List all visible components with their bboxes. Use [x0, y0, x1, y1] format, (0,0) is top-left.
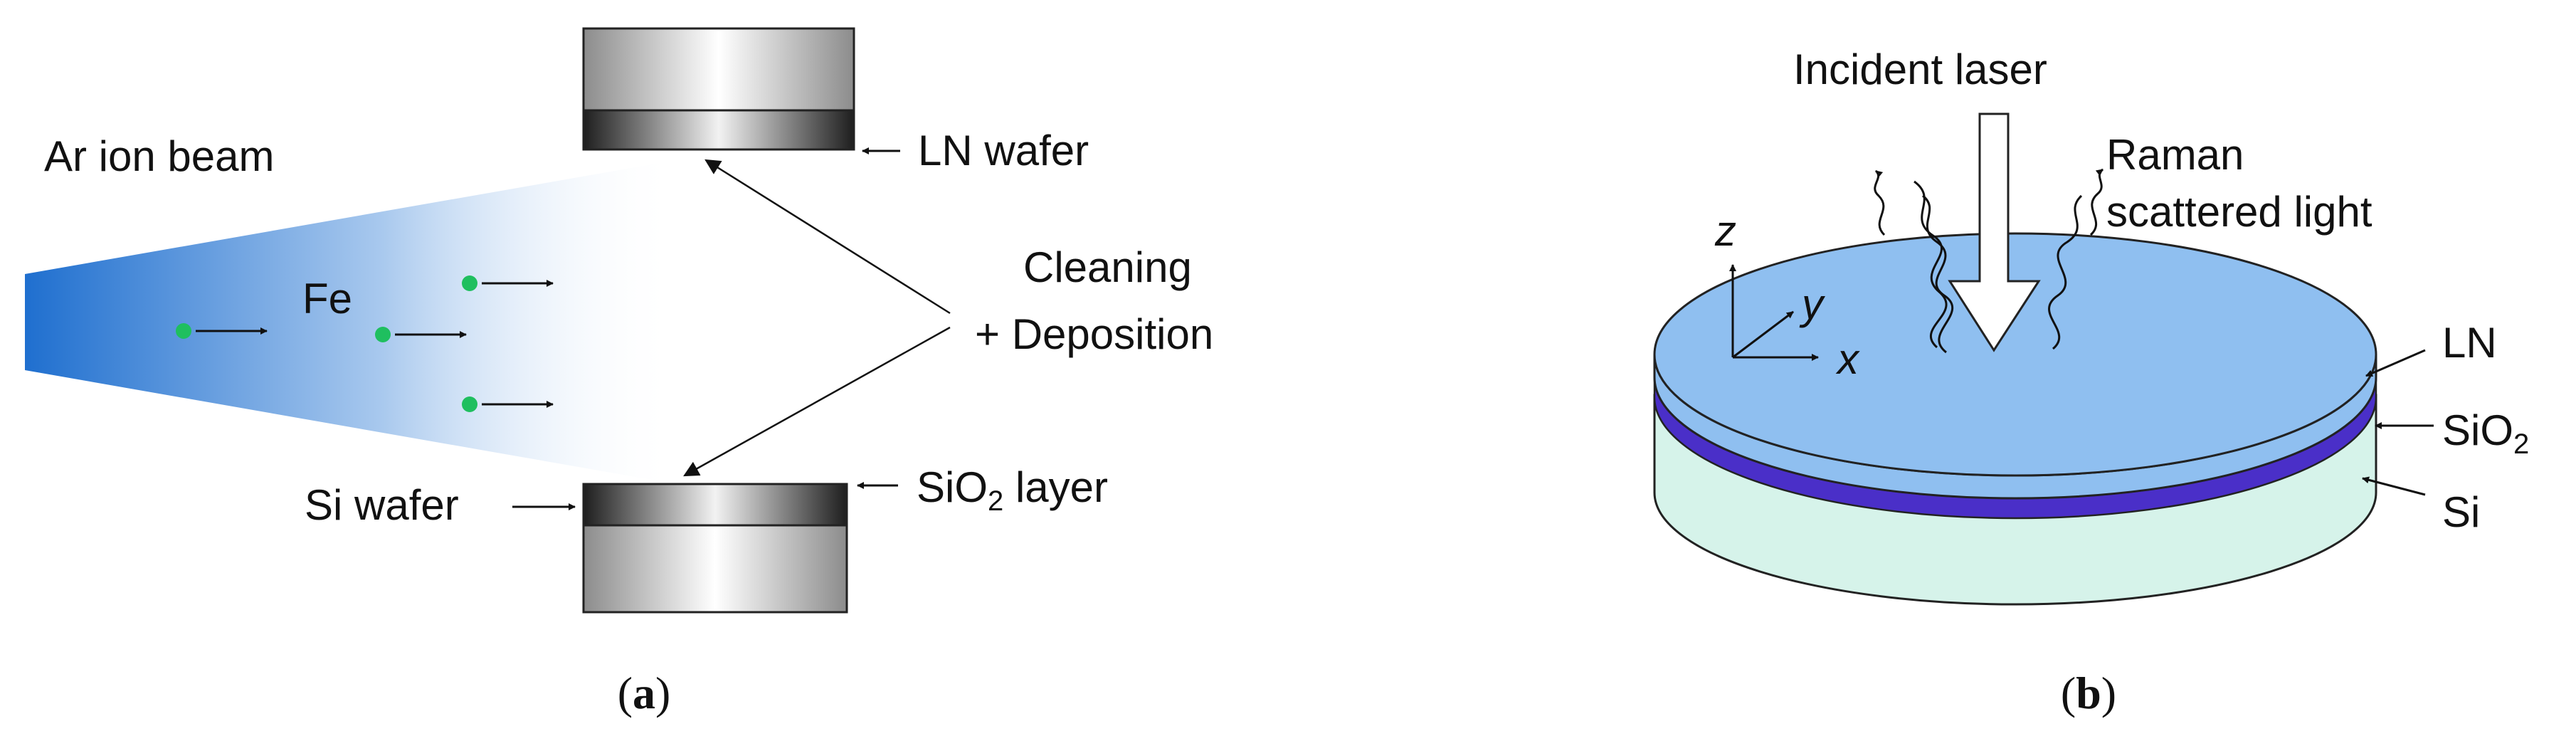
z-axis-label: z — [1714, 207, 1736, 255]
process-label-line1: Cleaning — [1023, 243, 1192, 291]
y-axis — [1732, 310, 1794, 359]
raman-left-up — [1874, 169, 1886, 236]
pointer-to-ln — [704, 159, 951, 315]
fe-particle — [462, 275, 554, 291]
raman-scatter-left — [1913, 180, 1948, 349]
caption-a: (a) — [618, 668, 671, 718]
sio2-layer-label-prefix: SiO — [917, 463, 988, 511]
raman-label-line1: Raman — [2106, 131, 2244, 179]
sio2-layer-label-sub: 2 — [988, 485, 1003, 517]
sio2-label-b-sub: 2 — [2513, 429, 2529, 460]
ln-wafer-label: LN wafer — [918, 127, 1089, 174]
raman-label-line2: scattered light — [2106, 188, 2372, 236]
process-label-line2: + Deposition — [975, 310, 1213, 358]
fe-particle — [176, 323, 268, 339]
incident-laser-arrow — [1948, 112, 2041, 352]
incident-laser-label: Incident laser — [1793, 46, 2047, 93]
ln-layer-label: LN — [2442, 319, 2497, 367]
raman-light-left-wave — [1922, 194, 1954, 354]
ln-pointer — [2365, 349, 2426, 377]
ar-ion-beam-label: Ar ion beam — [44, 132, 275, 180]
caption-b: (b) — [2061, 668, 2116, 718]
caption-a-letter: a — [633, 668, 655, 718]
y-axis-label: y — [1799, 280, 1826, 328]
raman-right-up — [2089, 168, 2104, 236]
panel-a: Ar ion beam Fe LN wafer Cleaning + Depos… — [25, 27, 1213, 718]
caption-b-letter: b — [2076, 668, 2101, 718]
fe-particle — [462, 396, 554, 412]
fe-particle — [375, 327, 467, 342]
sio2-layer-label-suffix: layer — [1003, 463, 1108, 511]
si-wafer-label: Si wafer — [305, 481, 459, 529]
ar-ion-beam — [25, 160, 676, 484]
sio2-layer-band — [582, 483, 848, 527]
panel-b: z y x Incident laser Raman scattered lig… — [1653, 46, 2529, 718]
sio2-layer-label: SiO2 layer — [917, 463, 1108, 517]
x-axis-label: x — [1835, 335, 1860, 383]
raman-light-right-wave — [2048, 194, 2083, 350]
sio2-layer-label-b: SiO2 — [2442, 406, 2529, 460]
pointer-to-si — [683, 326, 951, 477]
ln-wafer-band — [582, 109, 855, 151]
si-layer-label: Si — [2442, 488, 2480, 536]
fe-label: Fe — [302, 275, 352, 322]
ln-layer-top — [1653, 232, 2377, 477]
sio2-label-b-prefix: SiO — [2442, 406, 2513, 454]
si-pointer — [2362, 476, 2426, 496]
